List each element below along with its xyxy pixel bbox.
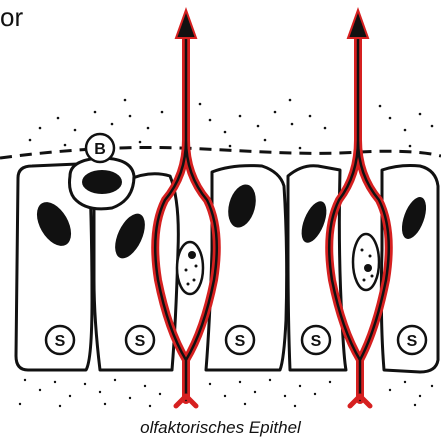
support-cell-label: S [311,333,322,350]
support-cell-label: S [235,333,246,350]
neuron-1-nucleus [177,242,203,294]
support-cell-label: S [55,333,66,350]
axon-arrow-up-icon [176,10,196,38]
support-cell-label: S [407,333,418,350]
figure-caption: olfaktorisches Epithel [0,418,441,438]
neuron-2-nucleus [353,234,379,290]
axon-arrow-up-icon [348,10,368,38]
mucus-boundary-line [0,147,441,158]
basal-cell-nucleus [82,170,122,194]
support-cell-label: S [135,333,146,350]
basal-lamina-dots [19,379,433,407]
basal-cell-label: B [94,141,106,158]
